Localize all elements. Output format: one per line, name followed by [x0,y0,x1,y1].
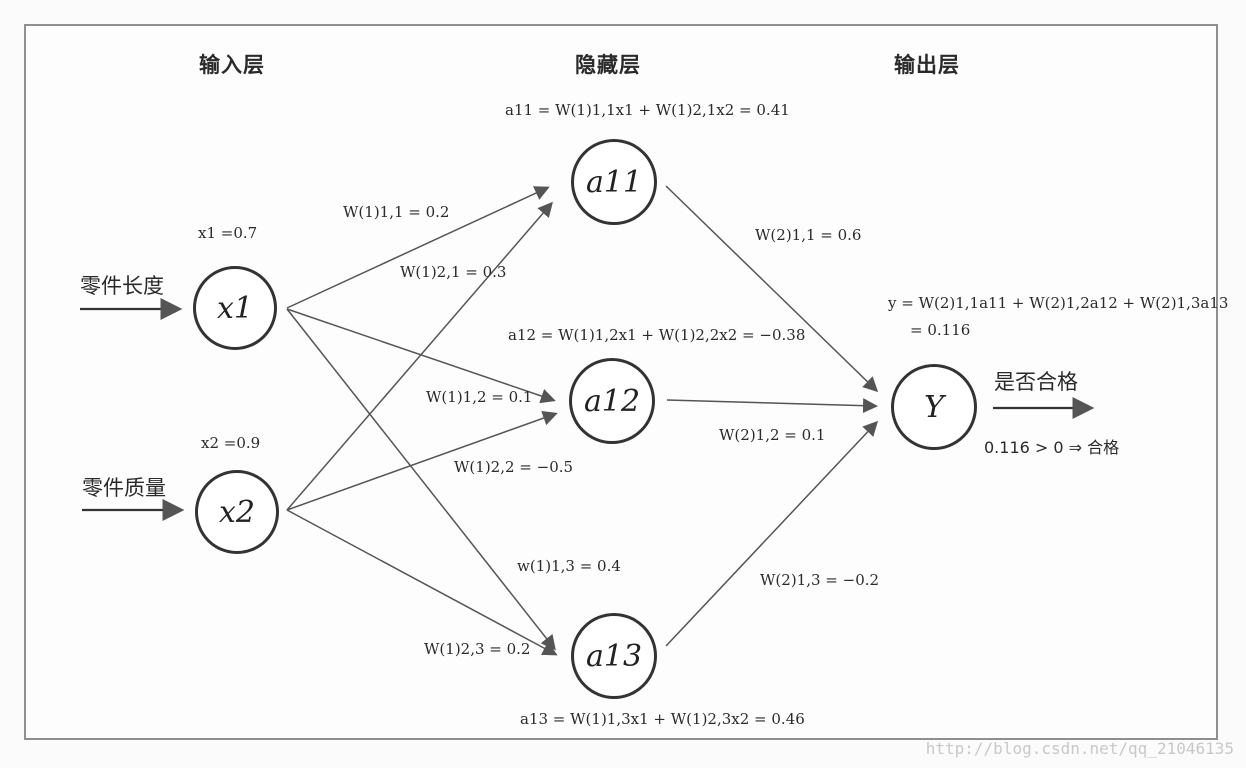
output-formula-line-2: = 0.116 [910,321,971,339]
input-weight-6: W(1)2,3 = 0.2 [424,640,531,658]
edge-a12-y [666,398,878,414]
input-node-x2-label: x2 [218,494,255,530]
hidden-node-a13-label: a13 [585,638,643,674]
input-layer-title: 输入层 [199,53,265,77]
hidden-formula-a11: a11 = W(1)1,1x1 + W(1)2,1x2 = 0.41 [505,101,790,119]
edge-a13-y [665,420,879,647]
input-node-x1: x1 [193,266,277,350]
input-weight-1: W(1)1,1 = 0.2 [343,203,450,221]
edge-x1-a12 [286,308,556,404]
output-result: 0.116 > 0 ⇒ 合格 [984,438,1120,457]
output-label: 是否合格 [994,370,1078,394]
edge-x2-a12 [286,410,558,511]
hidden-node-a11: a11 [571,139,657,225]
input-node-x2: x2 [195,470,279,554]
hidden-node-a12: a12 [569,358,655,444]
output-weight-2: W(2)1,2 = 0.1 [719,426,826,444]
output-node-y: Y [891,364,977,450]
edge-a11-y [665,185,879,393]
edge-x2-a13 [286,509,558,656]
input-weight-3: W(1)1,2 = 0.1 [426,388,533,406]
watermark: http://blog.csdn.net/qq_21046135 [925,739,1234,758]
input-feature-label-2: 零件质量 [82,476,166,500]
input-feature-label-1: 零件长度 [80,274,164,298]
edge-x1-a11 [286,186,550,309]
hidden-node-a12-label: a12 [583,383,641,419]
hidden-formula-a13: a13 = W(1)1,3x1 + W(1)2,3x2 = 0.46 [520,710,805,728]
hidden-layer-title: 隐藏层 [575,53,641,77]
input-weight-2: W(1)2,1 = 0.3 [400,263,507,281]
input-weight-5: w(1)1,3 = 0.4 [517,557,621,575]
output-weight-1: W(2)1,1 = 0.6 [755,226,862,244]
input-value-label-1: x1 =0.7 [198,224,258,242]
edge-x2-a11 [286,201,553,511]
hidden-formula-a12: a12 = W(1)1,2x1 + W(1)2,2x2 = −0.38 [508,326,806,344]
output-node-y-label: Y [924,389,944,425]
edge-x1-a13 [286,308,556,651]
hidden-node-a13: a13 [571,613,657,699]
input-node-x1-label: x1 [216,290,253,326]
output-weight-3: W(2)1,3 = −0.2 [760,571,880,589]
input-value-label-2: x2 =0.9 [201,434,261,452]
input-weight-4: W(1)2,2 = −0.5 [454,458,574,476]
output-layer-title: 输出层 [894,53,960,77]
hidden-node-a11-label: a11 [585,164,643,200]
output-formula-line-1: y = W(2)1,1a11 + W(2)1,2a12 + W(2)1,3a13 [888,294,1229,312]
